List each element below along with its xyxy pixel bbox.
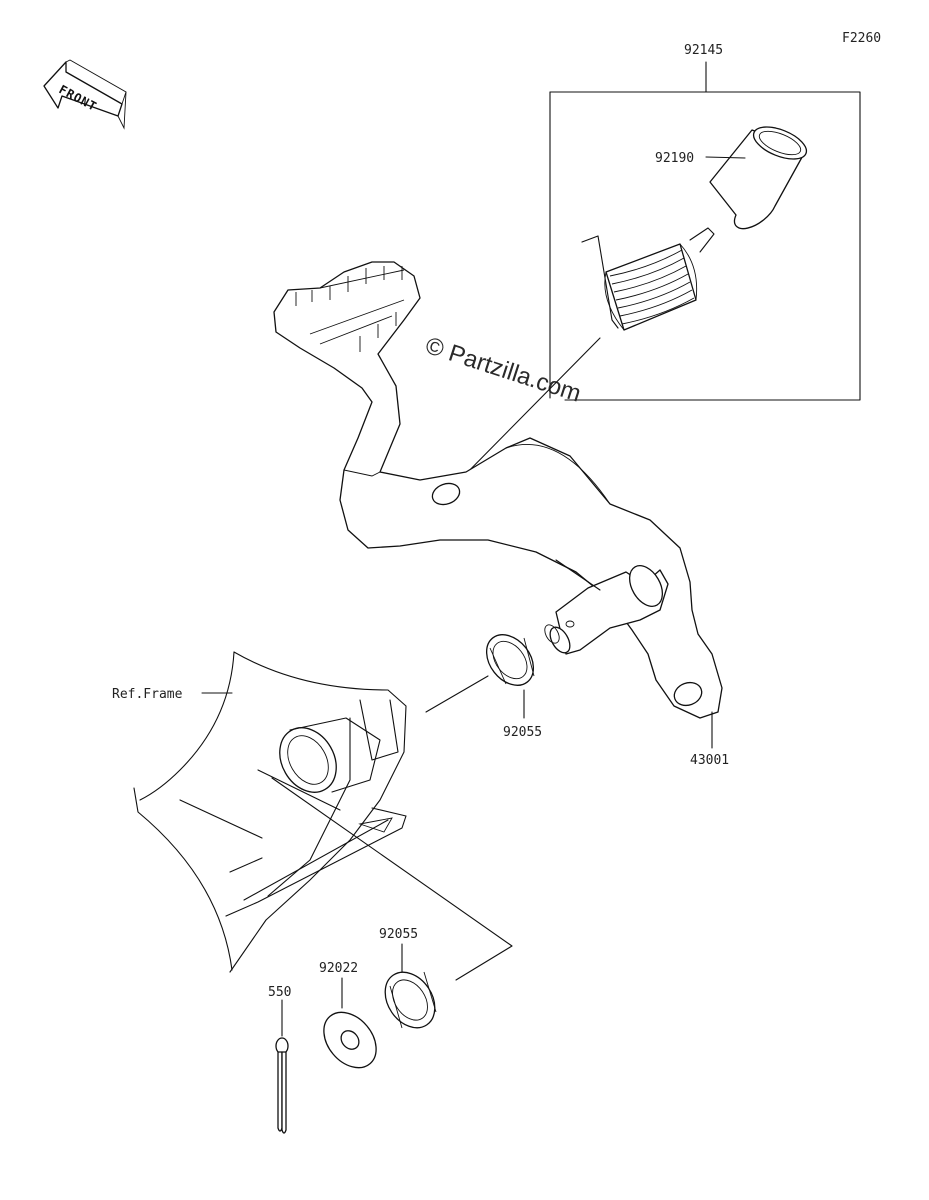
washer-92022	[323, 1011, 377, 1069]
return-spring	[581, 227, 715, 331]
seal-92055-lower	[384, 971, 437, 1029]
callout-550: 550	[268, 985, 291, 1000]
callout-92055-lower: 92055	[379, 927, 418, 942]
frame-reference	[133, 651, 407, 973]
brake-pedal-43001	[273, 261, 723, 719]
callout-92055-upper: 92055	[503, 725, 542, 740]
front-arrow-icon: FRONT	[43, 59, 127, 130]
sleeve-92190	[709, 126, 808, 230]
cotter-pin-550	[275, 1037, 289, 1134]
callout-92145: 92145	[684, 43, 723, 58]
callout-92190: 92190	[655, 151, 694, 166]
callout-92022: 92022	[319, 961, 358, 976]
reference-label: Ref.Frame	[112, 687, 183, 702]
watermark: © Partzilla.com	[422, 332, 584, 408]
figure-code: F2260	[842, 31, 881, 46]
seal-92055-upper	[485, 634, 535, 686]
kit-bracket-92145	[549, 61, 861, 401]
callout-43001: 43001	[690, 753, 729, 768]
